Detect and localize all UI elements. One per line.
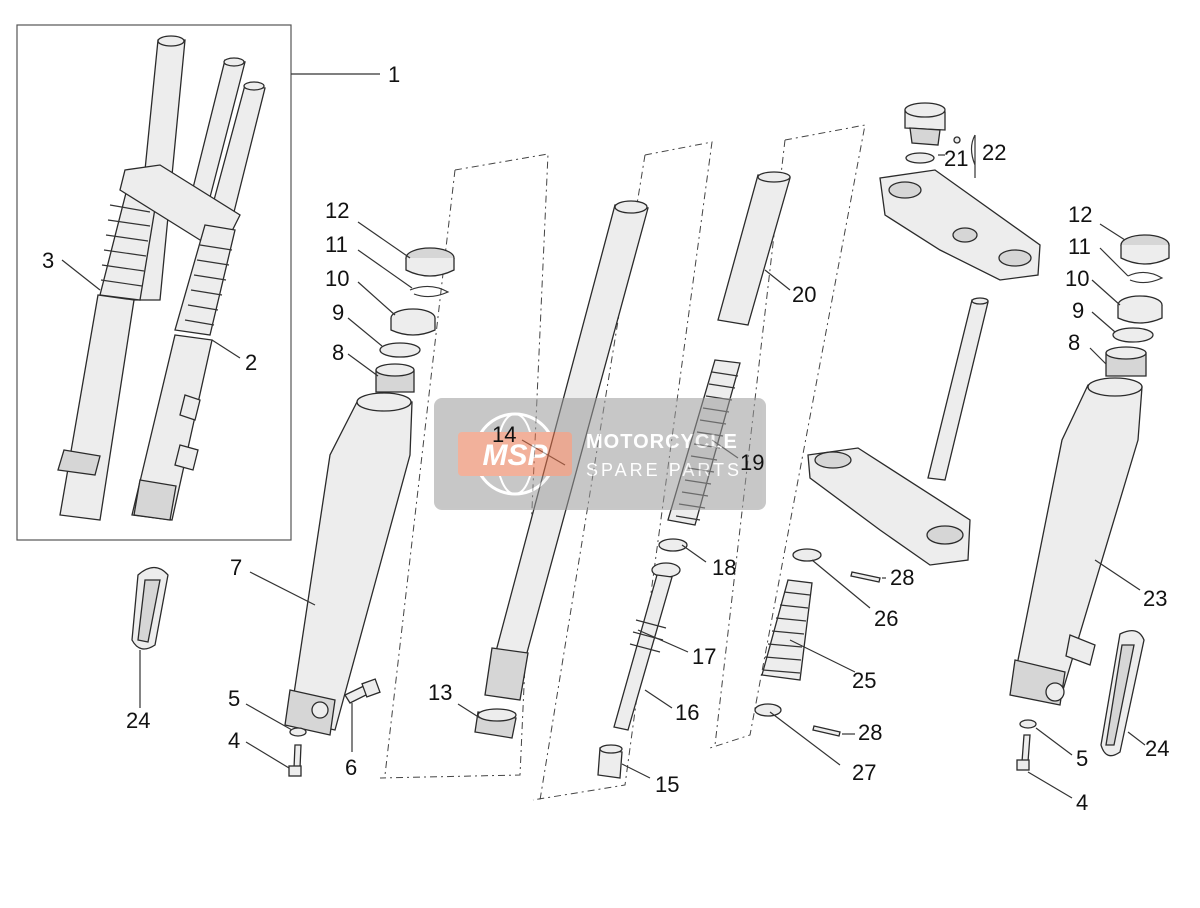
callout-23: 23 [1143,586,1167,611]
callout-24-left: 24 [126,708,150,733]
watermark-box [434,398,766,510]
callout-19: 19 [740,450,764,475]
alignment-line-right [709,124,866,749]
part-24-reflector-left [131,566,169,650]
assembly-left-slider [59,294,135,521]
callout-28-upper: 28 [890,565,914,590]
part-26-clamp [792,548,822,562]
part-28-screw-upper [850,571,881,583]
part-28-screw-lower [812,725,841,737]
fork-assembly-group [16,24,292,541]
part-24-reflector-right [1100,629,1145,757]
part-11-clip [409,285,450,298]
leader-lines [139,134,1146,799]
callout-26: 26 [874,606,898,631]
callout-17: 17 [692,644,716,669]
part-15-bushing [597,744,623,779]
callout-9-right: 9 [1072,298,1084,323]
callout-4-right: 4 [1076,790,1088,815]
callout-28-lower: 28 [858,720,882,745]
part-9-washer [379,342,421,358]
callouts: 1 2 3 12 11 10 9 8 7 5 4 6 24 13 14 15 1… [42,62,1169,815]
left-seal-stack [375,247,455,393]
callout-12-left: 12 [325,198,349,223]
callout-8-right: 8 [1068,330,1080,355]
callout-6: 6 [345,755,357,780]
part-23-slider [1009,377,1143,706]
callout-2: 2 [245,350,257,375]
callout-9-left: 9 [332,300,344,325]
watermark-logo-badge [458,432,572,476]
callout-25: 25 [852,668,876,693]
callout-27: 27 [852,760,876,785]
callout-10-left: 10 [325,266,349,291]
callout-18: 18 [712,555,736,580]
callout-12-right: 12 [1068,202,1092,227]
part-16-damper-rod [613,562,681,731]
part-21-ball [953,136,961,144]
part-22-top-cap [904,102,946,146]
assembly-frame [16,24,292,541]
upper-triple-clamp [879,169,1041,281]
callout-5-right: 5 [1076,746,1088,771]
part-27-clamp [754,703,782,717]
callout-8-left: 8 [332,340,344,365]
watermark-logo: MSP [482,439,548,472]
callout-21: 21 [944,146,968,171]
callout-11-right: 11 [1068,234,1091,259]
callout-4-left: 4 [228,728,240,753]
part-25-boot [761,579,813,681]
steering-stem [927,297,989,481]
assembly-right-boot [174,224,236,336]
part-21-oring [905,152,935,164]
callout-1: 1 [388,62,400,87]
assembly-right-slider [131,334,213,521]
part-7-slider [284,392,413,736]
watermark: MSP MOTORCYCLE SPARE PARTS [434,398,766,510]
part-6-bolt [344,678,381,704]
right-screw-washer [1016,719,1037,771]
callout-14: 14 [492,422,516,447]
callout-16: 16 [675,700,699,725]
part-20-spacer-tube [717,171,791,326]
part-13-bushing [474,708,517,739]
right-seal-stack [1105,234,1170,377]
watermark-line1: MOTORCYCLE [586,431,738,453]
lower-triple-clamp [807,447,971,566]
alignment-line-left [379,153,549,779]
callout-13: 13 [428,680,452,705]
callout-24-right: 24 [1145,736,1169,761]
callout-11-left: 11 [325,232,348,257]
watermark-line2: SPARE PARTS [586,460,742,480]
part-18-ring [658,538,688,552]
callout-20: 20 [792,282,816,307]
callout-22: 22 [982,140,1006,165]
callout-5-left: 5 [228,686,240,711]
callout-10-right: 10 [1065,266,1089,291]
callout-7: 7 [230,555,242,580]
callout-3: 3 [42,248,54,273]
callout-15: 15 [655,772,679,797]
left-screw-washer [288,727,307,777]
